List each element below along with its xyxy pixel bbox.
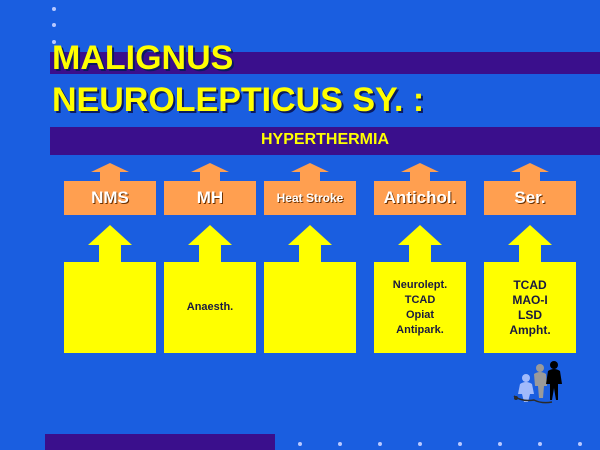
title-line-1: MALIGNUS [52, 39, 234, 77]
up-arrow-icon [398, 225, 442, 262]
detail-text: Anaesth. [186, 301, 234, 313]
hyperthermia-label: HYPERTHERMIA [260, 131, 389, 148]
up-arrow-icon [401, 163, 439, 181]
detail-box [264, 262, 356, 353]
people-figures-icon [512, 358, 572, 408]
decorative-dot [52, 23, 56, 27]
detail-box [64, 262, 156, 353]
detail-box: Neurolept. TCAD Opiat Antipark. [374, 262, 466, 353]
up-arrow-icon [511, 163, 549, 181]
decorative-dot [538, 442, 542, 446]
decorative-dot [52, 7, 56, 11]
detail-text: Neurolept. TCAD Opiat Antipark. [392, 278, 448, 336]
detail-text: TCAD MAO-I LSD Ampht. [509, 277, 551, 337]
column-nms: NMS [64, 163, 156, 353]
column-mh: MH Anaesth. [164, 163, 256, 353]
up-arrow-icon [291, 163, 329, 181]
decorative-dot [338, 442, 342, 446]
column-ser: Ser. TCAD MAO-I LSD Ampht. [484, 163, 576, 353]
category-box: NMS [64, 181, 156, 215]
category-box: Ser. [484, 181, 576, 215]
decorative-dot [578, 442, 582, 446]
up-arrow-icon [88, 225, 132, 262]
title-line-2: NEUROLEPTICUS SY. : [52, 81, 425, 119]
detail-box: Anaesth. [164, 262, 256, 353]
decorative-dot [418, 442, 422, 446]
hyperthermia-banner: HYPERTHERMIA [50, 127, 600, 155]
bottom-band [45, 434, 275, 450]
up-arrow-icon [91, 163, 129, 181]
decorative-dot [458, 442, 462, 446]
up-arrow-icon [508, 225, 552, 262]
column-antichol: Antichol. Neurolept. TCAD Opiat Antipark… [374, 163, 466, 353]
up-arrow-icon [288, 225, 332, 262]
decorative-dot [298, 442, 302, 446]
category-box: Heat Stroke [264, 181, 356, 215]
up-arrow-icon [188, 225, 232, 262]
detail-box: TCAD MAO-I LSD Ampht. [484, 262, 576, 353]
up-arrow-icon [191, 163, 229, 181]
decorative-dot [52, 40, 56, 44]
category-box: Antichol. [374, 181, 466, 215]
title-band [50, 52, 600, 74]
decorative-dot [378, 442, 382, 446]
category-box: MH [164, 181, 256, 215]
column-heat-stroke: Heat Stroke [264, 163, 356, 353]
decorative-dot [498, 442, 502, 446]
